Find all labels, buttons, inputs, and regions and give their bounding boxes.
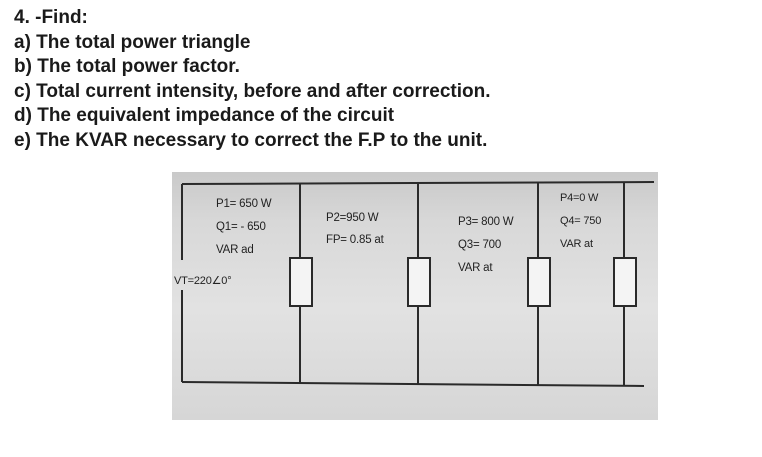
load-1-impedance: [289, 257, 313, 307]
load-3-impedance: [527, 257, 551, 307]
load-4-label-p: P4=0 W: [560, 192, 599, 204]
problem-part-d: d) The equivalent impedance of the circu…: [14, 105, 395, 126]
problem-part-a: a) The total power triangle: [14, 31, 251, 53]
problem-part-e: e) The KVAR necessary to correct the F.P…: [14, 129, 488, 151]
load-2-label-p: P2=950 W: [326, 212, 379, 224]
load-1-label-q: Q1= - 650: [216, 221, 266, 233]
load-4-impedance: [613, 257, 637, 307]
load-2-impedance: [407, 257, 431, 307]
source-voltage-label: VT=220∠0°: [174, 275, 232, 287]
load-1-label-p: P1= 650 W: [216, 198, 272, 210]
circuit-photo: VT=220∠0° P1= 650 W Q1= - 650 VAR ad P2=…: [172, 172, 658, 420]
load-3-label-q: Q3= 700: [458, 239, 502, 251]
bottom-wire: [181, 381, 645, 387]
load-1-label-unit: VAR ad: [216, 244, 254, 256]
problem-number: 4. -Find:: [14, 7, 88, 28]
problem-statement: 4. -Find: a) The total power triangle b)…: [14, 6, 754, 153]
problem-part-c: c) Total current intensity, before and a…: [14, 80, 491, 102]
load-4-label-q: Q4= 750: [560, 215, 602, 227]
load-3-label-p: P3= 800 W: [458, 216, 514, 228]
load-2-label-fp: FP= 0.85 at: [326, 234, 384, 246]
load-3-label-unit: VAR at: [458, 262, 493, 274]
problem-part-b: b) The total power factor.: [14, 56, 240, 77]
circuit-diagram: [181, 181, 655, 387]
load-4-label-unit: VAR at: [560, 238, 593, 250]
